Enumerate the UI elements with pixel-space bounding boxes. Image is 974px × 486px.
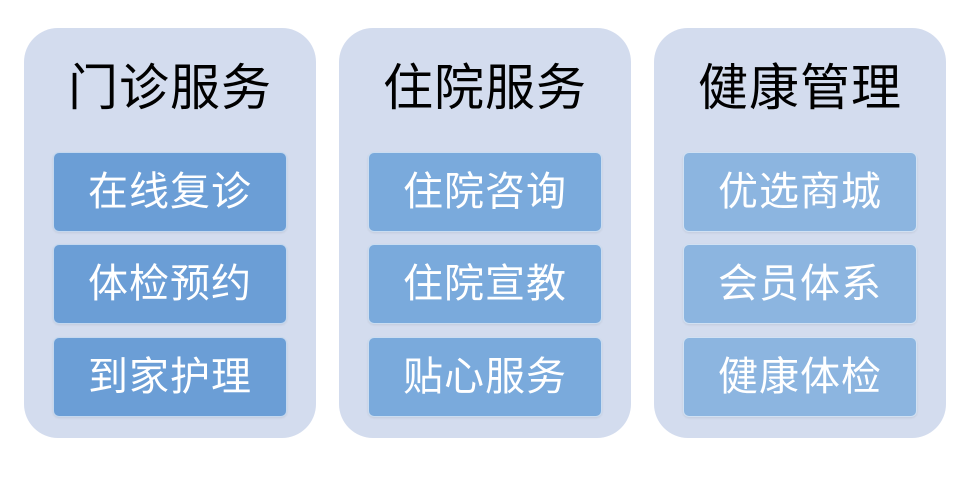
outpatient-item-1[interactable]: 在线复诊 — [53, 152, 287, 232]
inpatient-item-3[interactable]: 贴心服务 — [368, 337, 602, 417]
health-item-2[interactable]: 会员体系 — [683, 244, 917, 324]
panel-health-management: 健康管理 优选商城 会员体系 健康体检 — [654, 28, 946, 438]
outpatient-item-3[interactable]: 到家护理 — [53, 337, 287, 417]
health-item-1[interactable]: 优选商城 — [683, 152, 917, 232]
panel-title: 健康管理 — [698, 59, 902, 117]
panel-outpatient: 门诊服务 在线复诊 体检预约 到家护理 — [24, 28, 316, 438]
panel-title: 门诊服务 — [68, 59, 272, 117]
panel-inpatient: 住院服务 住院咨询 住院宣教 贴心服务 — [339, 28, 631, 438]
outpatient-item-2[interactable]: 体检预约 — [53, 244, 287, 324]
inpatient-item-1[interactable]: 住院咨询 — [368, 152, 602, 232]
panel-title: 住院服务 — [383, 59, 587, 117]
inpatient-item-2[interactable]: 住院宣教 — [368, 244, 602, 324]
health-item-3[interactable]: 健康体检 — [683, 337, 917, 417]
